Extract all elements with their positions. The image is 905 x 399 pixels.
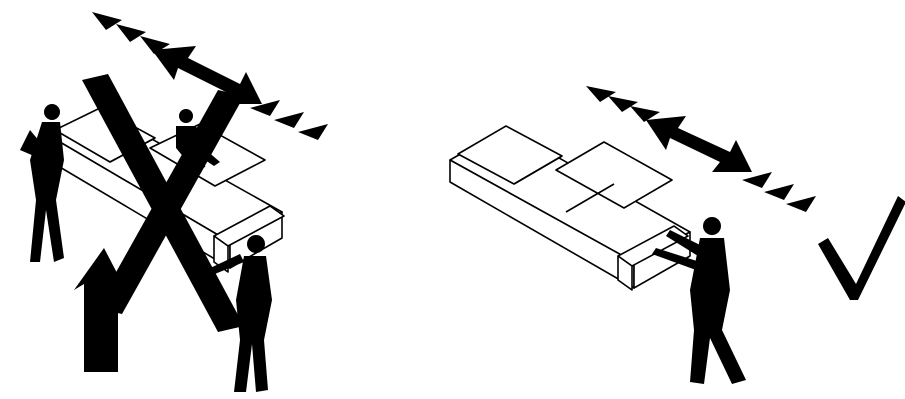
- panel-correct-pushing: [420, 0, 905, 399]
- chevron-row-bottom-icon: [250, 100, 328, 140]
- double-arrow-icon: [646, 116, 752, 172]
- illustration-pushing: [449, 86, 905, 384]
- illustration-lifting: [20, 12, 328, 392]
- check-mark-icon: [818, 196, 905, 300]
- person-left-lifting: [20, 104, 64, 262]
- sofa-on-floor: [449, 125, 691, 291]
- chevron-row-top-icon: [586, 86, 660, 122]
- panel-incorrect-lifting: [20, 12, 328, 392]
- cross-mark-icon: [82, 74, 244, 332]
- person-pushing: [652, 217, 746, 384]
- person-front-lifting: [206, 235, 272, 392]
- chevron-row-bottom-icon: [742, 172, 816, 212]
- double-arrow-icon: [152, 46, 262, 104]
- chevron-row-top-icon: [92, 12, 170, 54]
